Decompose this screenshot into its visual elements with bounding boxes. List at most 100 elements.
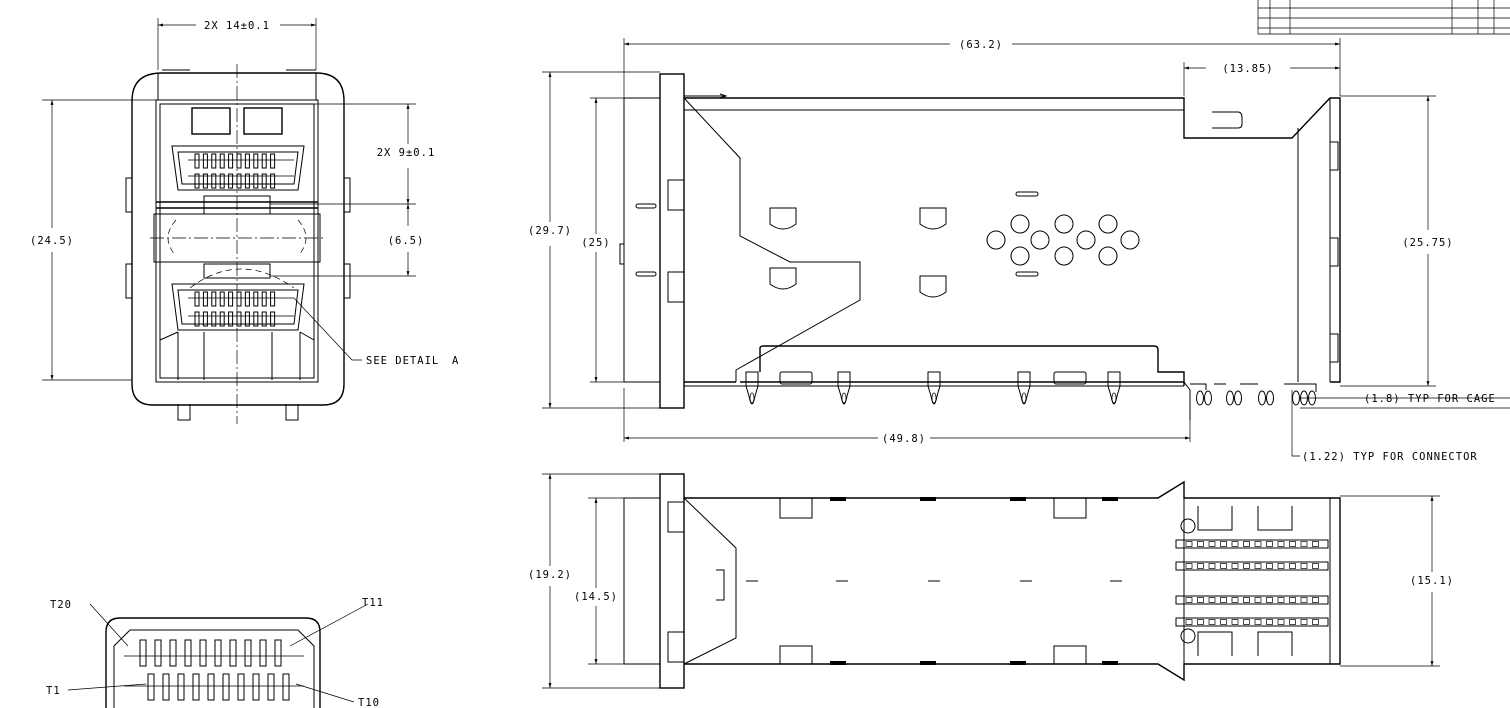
connector-contact (1231, 563, 1239, 569)
vent-hole (1010, 246, 1030, 266)
press-fit-pin (1107, 371, 1121, 405)
connector-contact (1220, 541, 1227, 547)
connector-contact (1312, 563, 1319, 569)
detail-contact-upper (199, 639, 207, 667)
detail-rail (124, 655, 304, 687)
dim-rear-tab: (13.85) (1222, 63, 1273, 75)
dim-connector-offset: (1.22) TYP FOR CONNECTOR (1302, 451, 1478, 463)
connector-tail (1234, 390, 1242, 406)
detail-contacts (124, 639, 304, 701)
contact-finger (219, 153, 225, 169)
contact-finger (211, 291, 217, 307)
side-dimensions (542, 38, 1510, 457)
contact-finger (202, 153, 208, 169)
rail-rivet (830, 661, 846, 665)
connector-base (1190, 383, 1317, 392)
detail-contact-lower (252, 673, 260, 701)
connector-contact (1231, 541, 1239, 547)
contact-finger (228, 311, 234, 327)
connector-tail (1258, 390, 1266, 406)
connector-contact (1289, 597, 1296, 603)
connector-row (1175, 617, 1329, 627)
connector-row (1175, 595, 1329, 605)
dim-overall-height: (29.7) (528, 225, 572, 237)
dim-right-width: (15.1) (1410, 575, 1454, 587)
top-view-connector-rows (1175, 506, 1329, 656)
contact-finger (219, 173, 225, 189)
connector-tail (1196, 390, 1204, 406)
rail-rivet (1102, 497, 1118, 501)
connector-contact (1266, 563, 1273, 569)
contact-finger (202, 311, 208, 327)
contact-finger (202, 291, 208, 307)
connector-tail (1266, 390, 1274, 406)
detail-contact-upper (169, 639, 177, 667)
detail-contact-lower (177, 673, 185, 701)
connector-contact (1185, 597, 1193, 603)
contact-finger (228, 291, 234, 307)
connector-contact (1197, 541, 1204, 547)
rail-rivet (1010, 661, 1026, 665)
contact-finger (236, 173, 242, 189)
contact-finger (211, 173, 217, 189)
connector-contact (1254, 619, 1262, 625)
rail-rivet (1010, 497, 1026, 501)
connector-contact (1254, 597, 1262, 603)
connector-tail (1292, 390, 1300, 406)
contact-finger (194, 311, 200, 327)
detail-a-view (67, 603, 369, 708)
callout-detail-letter: A (452, 355, 459, 367)
detail-contact-upper (229, 639, 237, 667)
pin-eye (841, 392, 847, 404)
contact-finger (228, 173, 234, 189)
connector-contact (1300, 619, 1308, 625)
connector-contact (1243, 597, 1250, 603)
rail-rivet (830, 497, 846, 501)
dim-bottom-length: (49.8) (882, 433, 926, 445)
contact-finger (253, 291, 259, 307)
top-dimensions (542, 473, 1440, 689)
connector-contact (1220, 597, 1227, 603)
contact-finger (270, 311, 276, 327)
detail-contact-lower (282, 673, 290, 701)
contact-finger (244, 153, 250, 169)
contact-finger (261, 291, 267, 307)
detail-contact-lower (237, 673, 245, 701)
connector-tail (1226, 390, 1234, 406)
connector-contact (1277, 597, 1285, 603)
rail-rivet (1102, 661, 1118, 665)
connector-contact (1266, 597, 1273, 603)
detail-contact-lower (192, 673, 200, 701)
contact-finger (194, 173, 200, 189)
connector-contact (1289, 541, 1296, 547)
front-dimensions (42, 18, 416, 381)
pin-eye (931, 392, 937, 404)
connector-housing (1197, 506, 1293, 656)
connector-contact (1208, 619, 1216, 625)
detail-contact-upper (214, 639, 222, 667)
contact-finger (253, 153, 259, 169)
contact-finger (261, 311, 267, 327)
detail-contact-lower (207, 673, 215, 701)
connector-contact (1289, 563, 1296, 569)
press-fit-pin (927, 371, 941, 405)
detail-contact-upper (139, 639, 147, 667)
vent-hole (1010, 214, 1030, 234)
press-fit-pins (745, 371, 1317, 406)
contact-finger (261, 153, 267, 169)
label-pin-t11: T11 (362, 597, 384, 609)
dim-height-front: (24.5) (30, 235, 74, 247)
connector-contact (1289, 619, 1296, 625)
contact-finger (194, 153, 200, 169)
vent-hole (1054, 214, 1074, 234)
dim-right-height: (25.75) (1402, 237, 1453, 249)
contact-finger (211, 153, 217, 169)
connector-contact (1312, 619, 1319, 625)
connector-contact (1208, 563, 1216, 569)
vent-hole (1030, 230, 1050, 250)
dim-port-pitch: 2X 9±0.1 (377, 147, 436, 159)
contact-finger (236, 153, 242, 169)
contact-finger (270, 153, 276, 169)
connector-contact (1300, 541, 1308, 547)
press-fit-pin (1017, 371, 1031, 405)
